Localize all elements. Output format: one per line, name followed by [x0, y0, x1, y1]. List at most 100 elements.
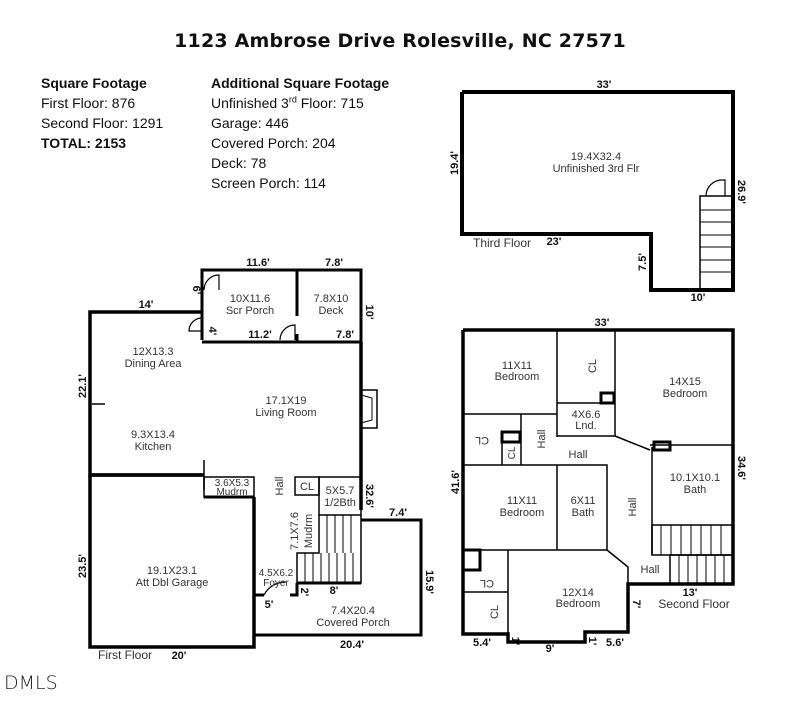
ff-dim-door-4: 4': [206, 327, 218, 336]
ff-dim-deck-top: 7.8': [325, 257, 343, 269]
sf-dim-b2: 1': [509, 637, 521, 646]
sf-dim-b1: 5.4': [473, 637, 491, 649]
bed1-name: Bedroom: [495, 371, 540, 383]
hall-v2-label: Hall: [627, 498, 639, 517]
third-floor-label: Third Floor: [473, 236, 531, 250]
unfinished-3rd-floor-sqft: Unfinished 3rd Floor: 715: [211, 93, 389, 113]
ff-dim-porch-top: 7.4': [389, 507, 407, 519]
garage-name: Att Dbl Garage: [136, 577, 209, 589]
ff-dim-scr-left: 6': [190, 286, 202, 295]
scr-porch-name: Scr Porch: [226, 305, 274, 317]
third-dim-right: 26.9': [735, 180, 747, 204]
unfinished-prefix: Unfinished 3: [211, 95, 289, 111]
ff-dim-porch-right: 15.9': [423, 570, 435, 594]
bed1-dims: 11X11: [502, 360, 532, 372]
mudrm1-dims: 3.6X5.3: [215, 478, 250, 489]
ff-dim-deck-right: 10': [363, 305, 375, 320]
sf-dim-b3: 9': [546, 643, 555, 655]
third-dim-step: 7.5': [637, 253, 649, 271]
sf-dim-bottom-right: 13': [683, 587, 698, 599]
ff-dim-porch-bottom: 20.4': [340, 639, 364, 651]
bed3-name: Bedroom: [556, 598, 601, 610]
ff-dim-foyer-5: 5': [265, 599, 274, 611]
ordinal-suffix: rd: [288, 94, 297, 105]
first-floor-sqft: First Floor: 876: [41, 95, 136, 111]
half-bath-name: 1/2Bth: [324, 497, 356, 509]
foyer-dims: 4.5X6.2: [259, 568, 294, 579]
scr-porch-dims: 10X11.6: [230, 293, 270, 305]
sf-dim-left: 41.6': [450, 470, 462, 494]
master-bath-dims: 10.1X10.1: [670, 472, 720, 484]
hall-h-label: Hall: [569, 449, 588, 461]
sf-dim-right: 34.6': [735, 456, 747, 480]
ff-dim-garage-left: 23.5': [77, 554, 89, 578]
ff-dim-scr-top: 11.6': [246, 257, 270, 269]
ff-cl-label: CL: [300, 481, 314, 493]
third-dim-bottom-left: 23': [547, 236, 562, 248]
hall-stair-label: Hall: [641, 564, 660, 576]
ff-dim-left: 22.1': [77, 374, 89, 398]
mudrm2-dims: 7.1X7.6: [289, 512, 301, 550]
cl-b1-label: CL: [480, 577, 494, 589]
bed3-dims: 12X14: [562, 587, 594, 599]
sf-dim-top: 33': [595, 317, 610, 329]
first-floor-plan: [88, 268, 423, 649]
second-floor-label: Second Floor: [658, 597, 729, 611]
third-dim-top: 33': [597, 79, 612, 91]
covered-porch-name: Covered Porch: [316, 617, 389, 629]
master-dims: 14X15: [669, 376, 701, 388]
hall-v-label: Hall: [536, 430, 548, 449]
unfinished-suffix: Floor: 715: [296, 95, 364, 111]
ff-dim-dining-top: 14': [139, 299, 154, 311]
master-name: Bedroom: [663, 388, 708, 400]
square-footage-heading: Square Footage: [41, 75, 147, 91]
living-dims: 17.1X19: [266, 395, 307, 407]
cl-b2-label: CL: [489, 605, 501, 619]
deck-dims: 7.8X10: [314, 293, 349, 305]
master-bath-name: Bath: [684, 484, 707, 496]
third-room-dims: 19.4X32.4: [571, 151, 621, 163]
garage-sqft: Garage: 446: [211, 115, 289, 131]
half-bath-dims: 5X5.7: [326, 485, 355, 497]
cl-small-label: CL: [507, 446, 518, 459]
lnd-name: Lnd.: [575, 420, 596, 432]
sf-dim-notch: 7': [630, 600, 642, 609]
ff-hall-label: Hall: [274, 477, 286, 496]
covered-porch-dims: 7.4X20.4: [331, 605, 375, 617]
ff-dim-right: 32.6': [363, 484, 375, 508]
living-name: Living Room: [255, 407, 316, 419]
additional-square-footage-section: Additional Square Footage Unfinished 3rd…: [211, 73, 389, 193]
lnd-dims: 4X6.6: [572, 409, 601, 421]
second-floor-plan: [461, 328, 735, 644]
kitchen-dims: 9.3X13.4: [131, 429, 175, 441]
third-dim-left: 19.4': [449, 151, 461, 175]
bath2-dims: 6X11: [571, 495, 596, 507]
second-floor-sqft: Second Floor: 1291: [41, 115, 164, 131]
dining-dims: 12X13.3: [133, 346, 174, 358]
deck-sqft: Deck: 78: [211, 155, 267, 171]
ff-dim-foyer-2: 2': [298, 588, 310, 597]
dining-name: Dining Area: [125, 358, 183, 370]
bed2-dims: 11X11: [507, 495, 537, 507]
covered-porch-sqft: Covered Porch: 204: [211, 135, 336, 151]
ff-dim-garage-bottom: 20': [172, 650, 187, 662]
deck-name: Deck: [318, 305, 344, 317]
page-title: 1123 Ambrose Drive Rolesville, NC 27571: [174, 30, 626, 52]
mudrm2-name: Mudrm: [303, 514, 315, 548]
bath2-name: Bath: [572, 507, 595, 519]
kitchen-name: Kitchen: [135, 441, 172, 453]
garage-dims: 19.1X23.1: [147, 565, 197, 577]
first-floor-label: First Floor: [98, 648, 152, 662]
ff-dim-stair-8: 8': [330, 585, 339, 597]
dmls-watermark: DMLS: [4, 672, 58, 694]
sf-dim-b5: 5.6': [606, 637, 624, 649]
bed2-name: Bedroom: [500, 507, 545, 519]
ff-dim-deck-bottom: 7.8': [336, 329, 354, 341]
third-room-name: Unfinished 3rd Flr: [553, 163, 640, 175]
square-footage-section: Square Footage First Floor: 876 Second F…: [41, 73, 163, 153]
third-floor-plan: [460, 90, 735, 292]
foyer-name: Foyer: [263, 578, 289, 589]
cl-left-label: CL: [475, 434, 489, 446]
mudrm1-name: Mudrm: [216, 487, 247, 498]
